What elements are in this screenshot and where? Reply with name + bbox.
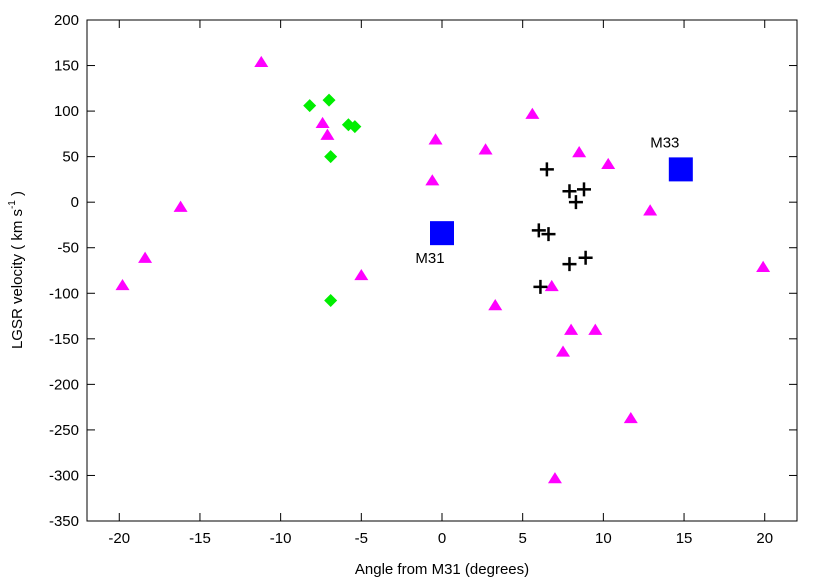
x-tick-label: 15 — [676, 530, 693, 547]
triangle-point — [315, 116, 330, 129]
y-axis-label-main: LGSR velocity ( km s — [9, 209, 26, 349]
triangle-point — [478, 143, 493, 155]
triangle-point — [756, 260, 771, 272]
x-tick-label: -10 — [270, 530, 292, 547]
triangle-point — [572, 145, 587, 158]
y-tick-label: -200 — [49, 376, 79, 393]
x-axis-label: Angle from M31 (degrees) — [355, 561, 529, 578]
y-tick-label: -100 — [49, 285, 79, 302]
triangle-point — [623, 411, 638, 424]
plus-point — [539, 162, 554, 177]
triangle-point — [320, 128, 335, 140]
plus-point — [562, 184, 577, 199]
triangle-point — [564, 323, 579, 335]
triangle-point — [254, 55, 269, 68]
plus-point — [578, 250, 593, 265]
x-tick-label: -15 — [189, 530, 211, 547]
y-tick-label: -150 — [49, 331, 79, 348]
y-tick-label: -250 — [49, 422, 79, 439]
y-axis-label-sup: -1 — [7, 200, 18, 209]
plus-point — [533, 279, 548, 294]
y-tick-label: 0 — [71, 194, 79, 211]
y-axis-label: LGSR velocity ( km s-1 ) — [7, 191, 26, 349]
x-tick-label: 5 — [519, 530, 527, 547]
triangle-point — [425, 174, 440, 186]
plus-point — [531, 223, 546, 238]
triangle-point — [115, 278, 130, 291]
diamond-point — [348, 120, 362, 134]
y-tick-label: 100 — [54, 103, 79, 120]
y-tick-label: -350 — [49, 513, 79, 530]
diamond-point — [324, 294, 338, 308]
triangle-point — [556, 345, 571, 357]
triangle-point — [173, 200, 188, 212]
x-tick-label: -20 — [108, 530, 130, 547]
y-tick-label: 150 — [54, 58, 79, 75]
data-points: M31 M33 — [115, 55, 771, 484]
galaxy-label: M31 — [415, 250, 444, 267]
x-tick-label: 20 — [756, 530, 773, 547]
plus-point — [541, 227, 556, 242]
y-tick-label: 50 — [62, 149, 79, 166]
x-tick-label: 10 — [595, 530, 612, 547]
triangle-point — [488, 299, 503, 311]
square-point — [668, 157, 693, 182]
plus-point — [562, 257, 577, 272]
triangle-point — [544, 279, 559, 292]
plus-point — [577, 182, 591, 197]
plot-area — [86, 19, 798, 522]
x-tick-label: -5 — [355, 530, 368, 547]
diamond-point — [324, 150, 338, 164]
diamond-point — [322, 93, 336, 107]
square-point — [430, 221, 454, 246]
triangle-point — [428, 133, 443, 145]
triangle-point — [601, 157, 616, 170]
diamond-point — [303, 99, 317, 113]
y-tick-label: 200 — [54, 12, 79, 29]
y-tick-label: -300 — [49, 467, 79, 484]
plus-point — [568, 195, 583, 210]
y-axis-label-close: ) — [9, 191, 26, 200]
galaxy-label: M33 — [650, 134, 679, 151]
triangle-point — [138, 251, 153, 263]
x-tick-label: 0 — [438, 530, 446, 547]
triangle-point — [547, 472, 562, 484]
triangle-point — [643, 204, 658, 216]
triangle-point — [588, 323, 603, 335]
triangle-point — [354, 268, 369, 281]
triangle-point — [525, 107, 540, 119]
y-tick-label: -50 — [57, 240, 79, 257]
